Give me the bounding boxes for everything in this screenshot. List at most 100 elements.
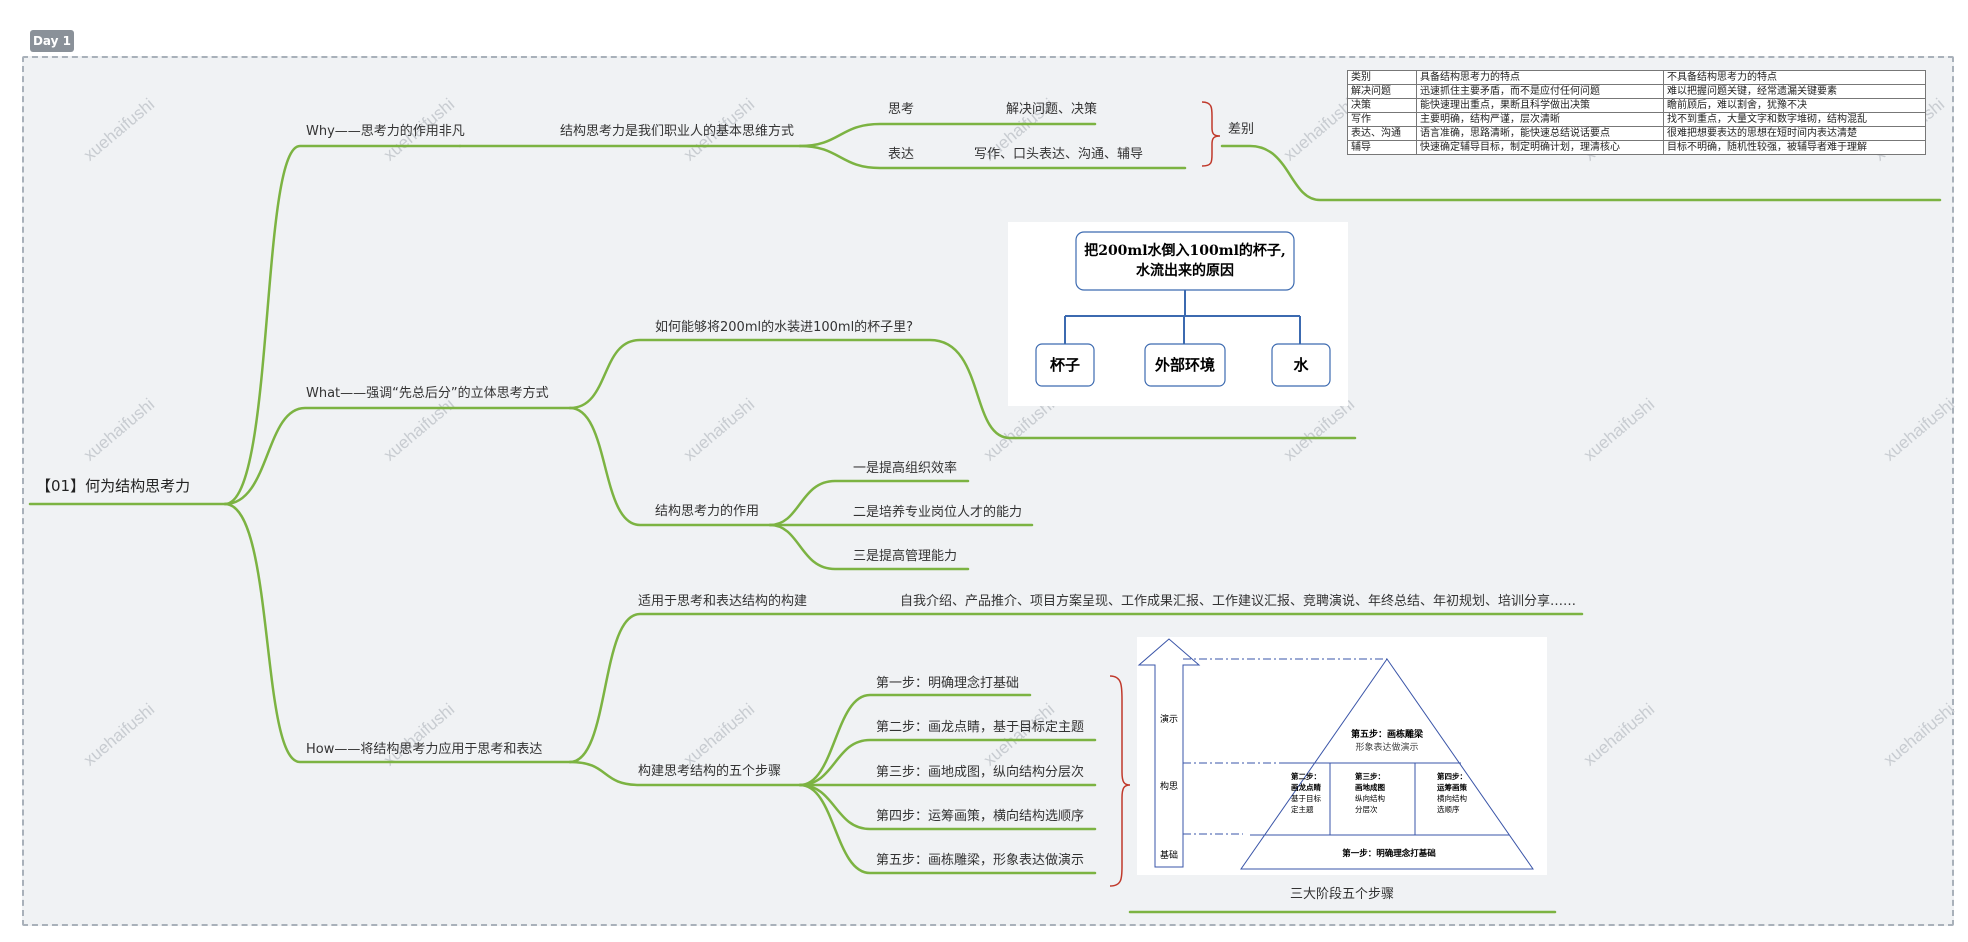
topic-role[interactable]: 结构思考力的作用: [655, 504, 760, 519]
cause-root-line2: 水流出来的原因: [1136, 262, 1234, 279]
cause-child-2: 外部环境: [1154, 356, 1215, 374]
arrow-label-3: 基础: [1160, 849, 1178, 861]
topic-question[interactable]: 如何能够将200ml的水装进100ml的杯子里?: [655, 320, 914, 335]
branch-role: [568, 406, 772, 527]
topic-step-1[interactable]: 第一步：明确理念打基础: [876, 676, 1020, 691]
table-cell: 不具备结构思考力的特点: [1663, 70, 1926, 85]
pyramid-mid-text: 分层次: [1355, 804, 1378, 814]
brace-steps: [1109, 675, 1131, 887]
stage-arrow-icon: [1137, 638, 1201, 868]
table-row: 写作主要明确，结构严谨，层次清晰找不到重点，大量文字和数字堆砌，结构混乱: [1347, 112, 1926, 127]
topic-role-1[interactable]: 一是提高组织效率: [853, 461, 958, 476]
topic-step-2[interactable]: 第二步：画龙点睛，基于目标定主题: [876, 720, 1085, 735]
topic-express-detail[interactable]: 写作、口头表达、沟通、辅导: [974, 147, 1144, 162]
table-header-row: 类别具备结构思考力的特点不具备结构思考力的特点: [1347, 70, 1926, 85]
topic-role-2[interactable]: 二是培养专业岗位人才的能力: [853, 505, 1023, 520]
cause-root-line1: 把200ml水倒入100ml的杯子,: [1084, 242, 1286, 259]
table-cell: 难以把握问题关键，经常遗漏关键要素: [1663, 84, 1926, 99]
topic-why[interactable]: Why——思考力的作用非凡: [306, 124, 465, 139]
pyramid-mid-text: 第二步：: [1291, 771, 1321, 781]
pyramid-mid-text: 纵向结构: [1355, 793, 1385, 803]
table-cell: 表达、沟通: [1347, 126, 1417, 141]
arrow-label-1: 演示: [1160, 713, 1178, 725]
branch-how: [223, 502, 572, 764]
table-row: 解决问题迅速抓住主要矛盾，而不是应付任何问题难以把握问题关键，经常遗漏关键要素: [1347, 84, 1926, 99]
comparison-table: 类别具备结构思考力的特点不具备结构思考力的特点解决问题迅速抓住主要矛盾，而不是应…: [1347, 70, 1926, 155]
table-cell: 瞻前顾后，难以割舍，犹豫不决: [1663, 98, 1926, 113]
branch-step-5: [798, 783, 1097, 875]
branch-question: [568, 338, 1357, 440]
cause-child-1: 杯子: [1050, 356, 1080, 374]
topic-role-3[interactable]: 三是提高管理能力: [853, 549, 958, 564]
branch-express: [798, 144, 1187, 170]
pyramid-mid-text: 基于目标: [1291, 793, 1321, 803]
topic-apply-detail[interactable]: 自我介绍、产品推介、项目方案呈现、工作成果汇报、工作建议汇报、竞聘演说、年终总结…: [900, 594, 1577, 609]
table-cell: 类别: [1347, 70, 1417, 85]
topic-what[interactable]: What——强调“先总后分”的立体思考方式: [306, 386, 549, 401]
topic-step-3[interactable]: 第三步：画地成图，纵向结构分层次: [876, 765, 1085, 780]
table-cell: 迅速抓住主要矛盾，而不是应付任何问题: [1416, 84, 1664, 99]
branch-diff: [1220, 144, 1942, 202]
arrow-label-2: 构思: [1160, 780, 1178, 792]
topic-steps[interactable]: 构建思考结构的五个步骤: [638, 764, 782, 779]
topic-how[interactable]: How——将结构思考力应用于思考和表达: [306, 742, 543, 757]
table-row: 辅导快速确定辅导目标，制定明确计划，理清核心目标不明确，随机性较强，被辅导者难于…: [1347, 140, 1926, 155]
pyramid-outline: [1240, 658, 1534, 870]
table-cell: 目标不明确，随机性较强，被辅导者难于理解: [1663, 140, 1926, 155]
pyramid-caption[interactable]: 三大阶段五个步骤: [1290, 887, 1395, 902]
table-cell: 能快速理出重点，果断且科学做出决策: [1416, 98, 1664, 113]
table-cell: 找不到重点，大量文字和数字堆砌，结构混乱: [1663, 112, 1926, 127]
cause-child-box-1: [1035, 343, 1095, 387]
topic-think-detail[interactable]: 解决问题、决策: [1006, 102, 1098, 117]
pyramid-image: 演示 构思 基础 第五步：画栋雕梁 形象表达做演示 第二步：画龙点睛基于目标定主…: [1137, 637, 1547, 875]
table-row: 表达、沟通语言准确，思路清晰，能快速总结说话要点很难把想要表达的思想在短时间内表…: [1347, 126, 1926, 141]
topic-diff[interactable]: 差别: [1228, 122, 1255, 137]
table-cell: 辅导: [1347, 140, 1417, 155]
table-cell: 具备结构思考力的特点: [1416, 70, 1664, 85]
table-cell: 很难把想要表达的思想在短时间内表达清楚: [1663, 126, 1926, 141]
pyramid-mid-text: 画地成图: [1355, 782, 1385, 792]
topic-step-5[interactable]: 第五步：画栋雕梁，形象表达做演示: [876, 853, 1085, 868]
cause-tree-image: 把200ml水倒入100ml的杯子, 水流出来的原因 杯子 外部环境 水: [1008, 222, 1348, 406]
cause-root-box: [1075, 231, 1295, 291]
branch-step-1: [798, 693, 1032, 787]
day-tag[interactable]: Day 1: [30, 30, 74, 52]
branch-apply: [568, 612, 1584, 764]
pyramid-mid-text: 选顺序: [1437, 804, 1460, 814]
pyramid-mid-text: 第四步：: [1437, 771, 1467, 781]
cause-child-3: 水: [1293, 356, 1309, 374]
cause-child-box-3: [1271, 343, 1331, 387]
topic-think[interactable]: 思考: [888, 102, 915, 117]
cause-child-box-2: [1144, 343, 1226, 387]
pyramid-mid-text: 第三步：: [1355, 771, 1385, 781]
table-cell: 写作: [1347, 112, 1417, 127]
branch-role-1: [768, 479, 970, 527]
pyramid-top-title: 第五步：画栋雕梁: [1351, 728, 1424, 740]
branch-role-3: [768, 523, 970, 571]
brace-diff: [1201, 101, 1221, 167]
table-cell: 解决问题: [1347, 84, 1417, 99]
table-cell: 决策: [1347, 98, 1417, 113]
table-row: 决策能快速理出重点，果断且科学做出决策瞻前顾后，难以割舍，犹豫不决: [1347, 98, 1926, 113]
table-cell: 主要明确，结构严谨，层次清晰: [1416, 112, 1664, 127]
table-cell: 快速确定辅导目标，制定明确计划，理清核心: [1416, 140, 1664, 155]
pyramid-mid-text: 横向结构: [1437, 793, 1467, 803]
pyramid-top-sub: 形象表达做演示: [1355, 741, 1418, 753]
topic-apply[interactable]: 适用于思考和表达结构的构建: [638, 594, 808, 609]
branch-step-2: [798, 738, 1097, 787]
topic-express[interactable]: 表达: [888, 147, 915, 162]
pyramid-mid-text: 画龙点睛: [1291, 782, 1321, 792]
pyramid-base: 第一步：明确理念打基础: [1342, 848, 1436, 859]
branch-step-4: [798, 783, 1097, 831]
pyramid-mid-text: 运筹画策: [1437, 782, 1467, 792]
topic-why-sub[interactable]: 结构思考力是我们职业人的基本思维方式: [560, 124, 795, 139]
pyramid-mid-text: 定主题: [1291, 804, 1314, 814]
topic-step-4[interactable]: 第四步：运筹画策，横向结构选顺序: [876, 809, 1085, 824]
root-topic[interactable]: 【01】何为结构思考力: [36, 477, 191, 495]
branch-what: [223, 406, 572, 506]
table-cell: 语言准确，思路清晰，能快速总结说话要点: [1416, 126, 1664, 141]
branch-think: [798, 122, 1097, 148]
branch-why: [223, 144, 462, 506]
branch-steps: [568, 760, 802, 787]
